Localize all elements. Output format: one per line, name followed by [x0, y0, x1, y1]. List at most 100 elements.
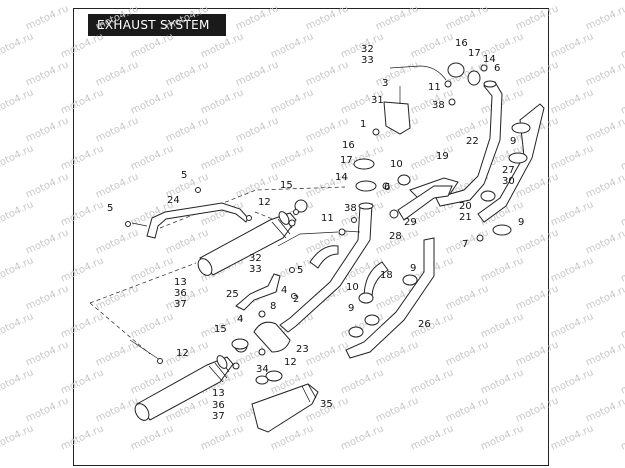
watermark-text: moto4.ru	[59, 423, 105, 452]
watermark-text: moto4.ru	[549, 311, 595, 340]
crossover-bend	[363, 261, 389, 299]
watermark-text: moto4.ru	[269, 143, 315, 172]
watermark-text: moto4.ru	[0, 199, 35, 228]
rear-bracket	[125, 187, 252, 239]
watermark-text: moto4.ru	[584, 395, 625, 424]
callout-c-17b: 17	[340, 155, 353, 166]
watermark-text: moto4.ru	[94, 283, 140, 312]
callout-c-19: 19	[436, 151, 449, 162]
callout-c-25: 25	[226, 289, 239, 300]
callout-c-3: 3	[382, 78, 388, 89]
callout-c-29: 29	[404, 217, 417, 228]
callout-c-12c: 12	[284, 357, 297, 368]
watermark-text: moto4.ru	[129, 423, 175, 452]
callout-c-37a: 37	[174, 299, 187, 310]
callout-c-9b: 9	[518, 217, 524, 228]
watermark-text: moto4.ru	[619, 199, 625, 228]
watermark-text: moto4.ru	[619, 31, 625, 60]
watermark-text: moto4.ru	[199, 143, 245, 172]
callout-c-32a: 32	[361, 44, 374, 55]
watermark-text: moto4.ru	[584, 59, 625, 88]
watermark-text: moto4.ru	[59, 199, 105, 228]
watermark-text: moto4.ru	[24, 283, 70, 312]
watermark-text: moto4.ru	[94, 59, 140, 88]
watermark-text: moto4.ru	[339, 423, 385, 452]
watermark-text: moto4.ru	[234, 115, 280, 144]
watermark-text: moto4.ru	[129, 143, 175, 172]
watermark-text: moto4.ru	[94, 3, 140, 32]
watermark-text: moto4.ru	[24, 59, 70, 88]
watermark-text: moto4.ru	[164, 3, 210, 32]
callout-c-26: 26	[418, 319, 431, 330]
watermark-text: moto4.ru	[409, 31, 455, 60]
callout-c-36b: 36	[212, 400, 225, 411]
watermark-text: moto4.ru	[409, 311, 455, 340]
watermark-text: moto4.ru	[514, 227, 560, 256]
watermark-text: moto4.ru	[199, 87, 245, 116]
callout-c-32b: 32	[249, 253, 262, 264]
callout-c-20: 20	[459, 201, 472, 212]
watermark-text: moto4.ru	[584, 339, 625, 368]
bolts-nuts	[129, 209, 484, 364]
callout-c-13a: 13	[174, 277, 187, 288]
watermark-text: moto4.ru	[94, 171, 140, 200]
watermark-text: moto4.ru	[234, 3, 280, 32]
callout-c-4b: 4	[237, 314, 243, 325]
callout-c-24: 24	[167, 195, 180, 206]
watermark-text: moto4.ru	[444, 339, 490, 368]
callout-c-2: 2	[293, 294, 299, 305]
watermark-text: moto4.ru	[444, 3, 490, 32]
watermark-text: moto4.ru	[409, 423, 455, 452]
diagram-title: EXHAUST SYSTEM	[88, 14, 226, 36]
callout-c-7: 7	[462, 239, 468, 250]
callout-c-38b: 38	[344, 203, 357, 214]
watermark-text: moto4.ru	[619, 311, 625, 340]
watermark-text: moto4.ru	[24, 171, 70, 200]
callout-c-6b: 6	[384, 182, 390, 193]
watermark-text: moto4.ru	[549, 255, 595, 284]
callout-c-16a: 16	[455, 38, 468, 49]
watermark-text: moto4.ru	[59, 367, 105, 396]
watermark-text: moto4.ru	[24, 3, 70, 32]
watermark-text: moto4.ru	[94, 115, 140, 144]
callout-c-5a: 5	[181, 170, 187, 181]
watermark-text: moto4.ru	[129, 311, 175, 340]
callout-c-4a: 4	[281, 285, 287, 296]
watermark-text: moto4.ru	[164, 283, 210, 312]
callout-c-36a: 36	[174, 288, 187, 299]
watermark-text: moto4.ru	[619, 423, 625, 452]
callout-c-14a: 14	[483, 54, 496, 65]
upper-crossover	[389, 185, 453, 221]
clamps	[231, 122, 531, 385]
watermark-text: moto4.ru	[24, 115, 70, 144]
watermark-text: moto4.ru	[0, 87, 35, 116]
callout-c-21: 21	[459, 212, 472, 223]
watermark-text: moto4.ru	[164, 115, 210, 144]
header-section	[253, 321, 291, 353]
watermark-text: moto4.ru	[514, 3, 560, 32]
watermark-text: moto4.ru	[59, 87, 105, 116]
lower-heat-shield	[251, 383, 319, 433]
watermark-text: moto4.ru	[59, 143, 105, 172]
callout-c-11b: 11	[321, 213, 334, 224]
crossover-pipe	[345, 237, 435, 359]
callout-c-5c: 5	[297, 265, 303, 276]
watermark-text: moto4.ru	[514, 339, 560, 368]
callout-c-12a: 12	[258, 197, 271, 208]
watermark-text: moto4.ru	[514, 283, 560, 312]
callout-c-18: 18	[380, 270, 393, 281]
watermark-text: moto4.ru	[479, 311, 525, 340]
callout-c-34: 34	[256, 364, 269, 375]
watermark-text: moto4.ru	[0, 311, 35, 340]
watermark-text: moto4.ru	[94, 227, 140, 256]
callout-c-10a: 10	[390, 159, 403, 170]
watermark-text: moto4.ru	[374, 395, 420, 424]
watermark-text: moto4.ru	[549, 143, 595, 172]
watermark-text: moto4.ru	[479, 87, 525, 116]
callout-c-15b: 15	[214, 324, 227, 335]
watermark-text: moto4.ru	[584, 115, 625, 144]
watermark-text: moto4.ru	[269, 423, 315, 452]
callout-c-31: 31	[371, 95, 384, 106]
